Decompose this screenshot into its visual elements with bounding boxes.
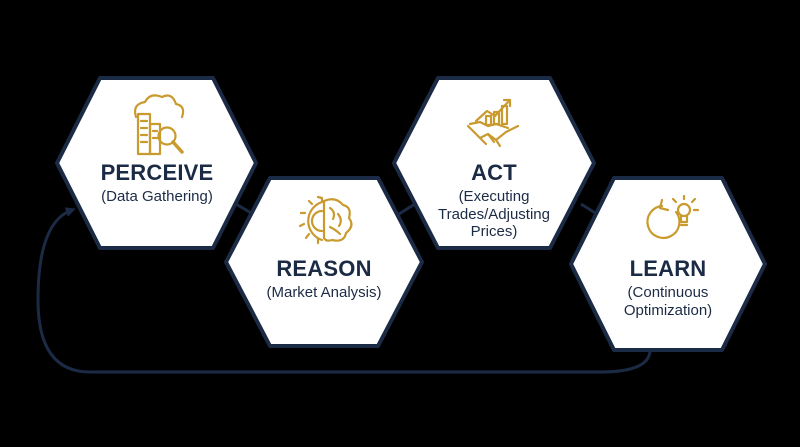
stage-title: ACT <box>471 160 517 185</box>
hexagon-perceive <box>55 76 258 250</box>
stage-subtitle: (Market Analysis) <box>266 283 382 301</box>
hexagon-reason <box>224 176 424 348</box>
stage-title: LEARN <box>629 256 707 281</box>
stage-reason-label: REASON (Market Analysis) <box>244 256 404 302</box>
stage-subtitle: (Continuous Optimization) <box>623 283 713 319</box>
cloud-building-search-icon <box>133 94 185 156</box>
stage-subtitle: (Data Gathering) <box>101 187 213 205</box>
stage-subtitle: (Executing Trades/Adjusting Prices) <box>437 187 550 241</box>
handshake-growth-icon <box>466 98 520 148</box>
stage-title: REASON <box>276 256 372 281</box>
gear-brain-icon <box>298 195 353 245</box>
hexagon-learn <box>569 176 767 352</box>
cycle-lightbulb-icon <box>646 194 700 240</box>
stage-title: PERCEIVE <box>100 160 214 185</box>
stage-perceive-label: PERCEIVE (Data Gathering) <box>76 160 238 206</box>
hexagon-act <box>392 76 596 250</box>
feedback-loop-arrow <box>36 207 652 374</box>
stage-learn-label: LEARN (Continuous Optimization) <box>598 256 738 319</box>
stage-act-label: ACT (Executing Trades/Adjusting Prices) <box>424 160 564 241</box>
